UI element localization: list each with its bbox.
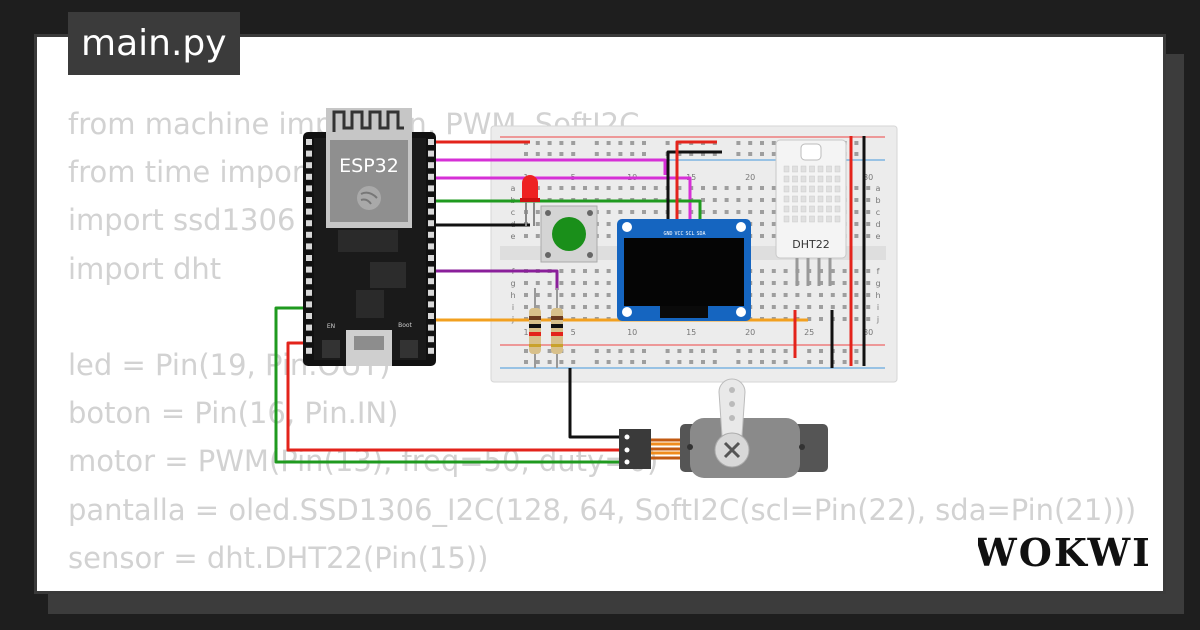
breadboard-column-number: 1 (523, 328, 528, 337)
breadboard-column-number: 20 (745, 173, 755, 182)
pushbutton[interactable] (540, 205, 598, 263)
breadboard-column-number: 25 (804, 328, 814, 337)
esp32-pins (306, 139, 434, 354)
oled-pin-vcc: VCC (674, 231, 683, 237)
code-line: pantalla = oled.SSD1306_I2C(128, 64, Sof… (68, 492, 1137, 527)
boot-button[interactable] (400, 340, 418, 358)
wire-magenta-1 (417, 158, 667, 175)
dht22-sensor: DHT22 (775, 139, 847, 286)
wire-green-1 (417, 199, 702, 226)
wire-black-servo (568, 368, 622, 439)
breadboard-row-letter: g (510, 279, 515, 288)
breadboard-row-letter: c (876, 208, 880, 217)
breadboard-row-letter: d (875, 220, 880, 229)
breadboard-row-letter: b (875, 196, 880, 205)
breadboard-column-number: 10 (627, 328, 637, 337)
espressif-logo-icon (357, 186, 381, 210)
servo-motor (619, 378, 828, 478)
breadboard-column-number: 15 (686, 328, 696, 337)
file-tab[interactable]: main.py (68, 12, 240, 75)
wire-purple (417, 269, 559, 290)
oled-pin-sda: SDA (696, 231, 705, 237)
breadboard-row-letter: h (510, 291, 515, 300)
code-line: sensor = dht.DHT22(Pin(15)) (68, 540, 489, 575)
wokwi-logo[interactable]: WOKWI (978, 530, 1148, 575)
red-led[interactable] (520, 175, 540, 226)
esp32-label: ESP32 (339, 155, 399, 177)
wire-red-oled (675, 140, 717, 226)
breadboard-row-letter: h (875, 291, 880, 300)
pushbutton-cap[interactable] (552, 217, 586, 251)
oled-screen (624, 238, 744, 306)
breadboard-column-number: 30 (863, 173, 873, 182)
breadboard-row-letter: a (876, 184, 881, 193)
breadboard-row-letter: e (876, 232, 881, 241)
wire-magenta-2 (417, 176, 692, 226)
resistor-1 (529, 288, 541, 368)
breadboard-row-letter: f (877, 267, 880, 276)
resistor-2 (551, 288, 563, 368)
code-line: import dht (68, 251, 222, 286)
code-line: boton = Pin(16, Pin.IN) (68, 396, 399, 431)
breadboard-row-letter: e (511, 232, 516, 241)
boot-label: Boot (398, 322, 412, 329)
en-label: EN (327, 323, 335, 330)
dht22-label: DHT22 (792, 238, 829, 251)
breadboard-row-letter: g (875, 279, 880, 288)
breadboard-row-letter: a (511, 184, 516, 193)
wokwi-logo-text: WOKWI (978, 530, 1148, 575)
en-button[interactable] (322, 340, 340, 358)
breadboard-row-letter: i (512, 303, 514, 312)
wire-green-servo (274, 306, 622, 464)
breadboard-row-letter: j (876, 315, 879, 324)
breadboard-row-letter: i (877, 303, 879, 312)
breadboard-column-number: 20 (745, 328, 755, 337)
code-line: import ssd1306 (68, 203, 296, 238)
breadboard-row-letter: c (511, 208, 515, 217)
oled-display: GND VCC SCL SDA (617, 219, 751, 321)
oled-pin-gnd: GND (663, 231, 672, 237)
breadboard-column-number: 30 (863, 328, 873, 337)
wire-black-oled (666, 150, 722, 226)
esp32-board[interactable]: ESP32 EN Boot (303, 108, 436, 366)
oled-pin-scl: SCL (685, 231, 694, 237)
breadboard-column-number: 5 (571, 328, 576, 337)
